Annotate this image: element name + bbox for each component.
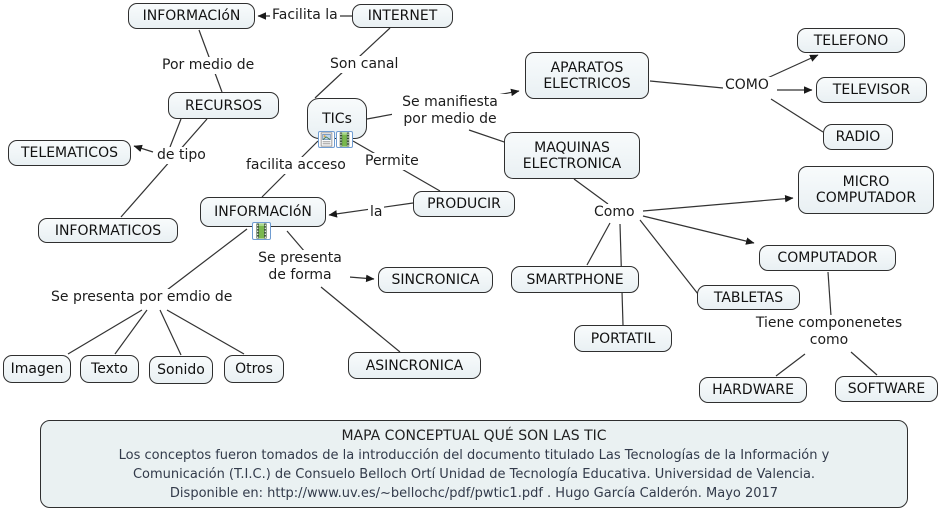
node-radio[interactable]: RADIO (823, 124, 893, 150)
edge-como-telefono (762, 54, 819, 81)
linking-phrase-son-canal[interactable]: Son canal (328, 56, 401, 73)
linking-phrase-como-lower[interactable]: Como (592, 204, 637, 221)
node-recursos[interactable]: RECURSOS (168, 92, 279, 119)
node-imagen[interactable]: Imagen (3, 355, 71, 383)
node-internet[interactable]: INTERNET (352, 4, 453, 28)
node-software[interactable]: SOFTWARE (835, 376, 938, 402)
node-informaticos[interactable]: INFORMATICOS (38, 218, 178, 243)
node-texto[interactable]: Texto (80, 355, 139, 383)
node-maquinas-electronica[interactable]: MAQUINAS ELECTRONICA (504, 132, 640, 179)
caption-body-line: Disponible en: http://www.uv.es/~belloch… (169, 486, 779, 501)
linking-phrase-facilita-la[interactable]: Facilita la (270, 7, 340, 24)
linking-phrase-se-presenta-por-emdio-de[interactable]: Se presenta por emdio de (49, 289, 235, 306)
node-sonido[interactable]: Sonido (149, 356, 213, 384)
node-smartphone[interactable]: SMARTPHONE (511, 266, 639, 293)
edge-se-presenta-asincronica (320, 286, 401, 353)
edge-por-emdio-imagen (67, 309, 143, 355)
node-asincronica[interactable]: ASINCRONICA (348, 352, 481, 379)
linking-phrase-por-medio-de[interactable]: Por medio de (160, 57, 257, 74)
caption-body-line: Comunicación (T.I.C.) de Consuelo Belloc… (132, 467, 816, 482)
node-telematicos[interactable]: TELEMATICOS (8, 140, 131, 166)
edge-aparatos-como (649, 80, 724, 89)
edge-se-presenta-sincronica (348, 274, 375, 283)
node-aparatos-electricos[interactable]: APARATOS ELECTRICOS (525, 52, 649, 99)
edge-maquinas-como (573, 178, 609, 205)
linking-phrase-como-upper[interactable]: COMO (723, 77, 771, 94)
informacion-2-video-resource-icon[interactable] (252, 222, 271, 240)
edge-de-tipo-telematicos (133, 144, 154, 153)
linking-phrase-se-presenta-de-forma[interactable]: Se presenta de forma (250, 250, 350, 284)
edge-como-radio (770, 98, 824, 133)
node-sincronica[interactable]: SINCRONICA (378, 267, 493, 293)
edge-como-tabletas (639, 219, 699, 295)
edge-recursos-informaticos (120, 118, 208, 218)
linking-phrase-se-manifiesta[interactable]: Se manifiesta por medio de (392, 94, 508, 128)
edge-informacion-2-por-emdio (166, 228, 248, 291)
edge-como-smartphone (586, 222, 611, 266)
node-producir[interactable]: PRODUCIR (413, 191, 515, 217)
linking-phrase-tiene-componenetes[interactable]: Tiene componenetes como (744, 315, 914, 349)
edge-como-micro-computador (642, 194, 794, 212)
caption-body-line: Los conceptos fueron tomados de la intro… (118, 448, 830, 463)
node-portatil[interactable]: PORTATIL (574, 325, 672, 352)
edge-recursos-de-tipo (169, 118, 182, 148)
node-tabletas[interactable]: TABLETAS (697, 285, 800, 310)
linking-phrase-facilita-acceso[interactable]: facilita acceso (244, 157, 348, 174)
edge-por-emdio-texto (114, 309, 148, 355)
edge-por-emdio-otros (166, 309, 245, 355)
edge-como-computador (642, 215, 755, 245)
edge-tiene-hardware (775, 353, 806, 377)
tics-document-resource-icon[interactable] (318, 131, 335, 148)
edge-tiene-software (850, 351, 878, 376)
node-tics[interactable]: TICs (307, 98, 367, 139)
linking-phrase-permite[interactable]: Permite (363, 153, 421, 170)
node-otros[interactable]: Otros (224, 355, 284, 383)
tics-video-resource-icon[interactable] (336, 131, 353, 148)
edge-por-emdio-sonido (159, 309, 182, 356)
caption-box: MAPA CONCEPTUAL QUÉ SON LAS TIC Los conc… (40, 420, 908, 508)
linking-phrase-de-tipo[interactable]: de tipo (155, 147, 208, 164)
node-televisor[interactable]: TELEVISOR (816, 77, 927, 103)
linking-phrase-la[interactable]: la (368, 204, 385, 221)
edge-computador-tiene-componenetes (827, 271, 832, 317)
node-hardware[interactable]: HARDWARE (699, 377, 807, 403)
node-computador[interactable]: COMPUTADOR (759, 245, 896, 271)
caption-title: MAPA CONCEPTUAL QUÉ SON LAS TIC (341, 428, 607, 444)
node-telefono[interactable]: TELEFONO (797, 28, 905, 53)
edge-informacion-2-se-presenta (286, 230, 306, 253)
node-micro-computador[interactable]: MICRO COMPUTADOR (798, 166, 934, 214)
node-informacion-top[interactable]: INFORMACIóN (128, 3, 255, 29)
